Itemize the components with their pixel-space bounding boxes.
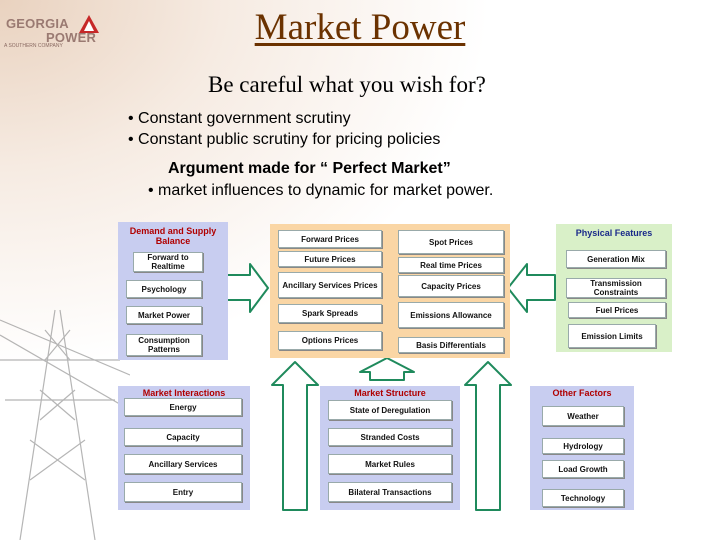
logo-tagline: A SOUTHERN COMPANY — [4, 43, 63, 49]
price-box: Basis Differentials — [398, 337, 504, 353]
factor-box: Ancillary Services — [124, 454, 242, 474]
market-interactions-panel: Market Interactions Energy Capacity Anci… — [118, 386, 250, 510]
arrow-up-icon — [464, 361, 512, 511]
logo-line2: POWER — [46, 30, 97, 45]
price-box: Spark Spreads — [278, 304, 382, 323]
factor-box: Consumption Patterns — [126, 334, 202, 356]
other-factors-panel: Other Factors Weather Hydrology Load Gro… — [530, 386, 634, 510]
argument-heading: Argument made for “ Perfect Market” — [168, 160, 451, 177]
page-subtitle: Be careful what you wish for? — [208, 72, 486, 97]
transmission-tower-image — [0, 309, 130, 540]
panel-heading: Market Structure — [354, 388, 426, 398]
demand-supply-panel: Demand and Supply Balance Forward to Rea… — [118, 222, 228, 360]
bullet-item: Constant government scrutiny — [128, 108, 440, 129]
price-box: Ancillary Services Prices — [278, 272, 382, 298]
market-structure-panel: Market Structure State of Deregulation S… — [320, 386, 460, 510]
factor-box: Load Growth — [542, 460, 624, 478]
price-box: Forward Prices — [278, 230, 382, 248]
feature-box: Fuel Prices — [568, 302, 666, 318]
logo-triangle-icon — [79, 15, 99, 33]
panel-heading: Demand and Supply Balance — [129, 226, 217, 246]
price-box: Future Prices — [278, 251, 382, 267]
factor-box: Stranded Costs — [328, 428, 452, 446]
physical-features-panel: Physical Features Generation Mix Transmi… — [556, 224, 672, 352]
panel-heading: Other Factors — [552, 388, 612, 398]
arrow-up-icon — [359, 357, 415, 381]
factor-box: Market Rules — [328, 454, 452, 474]
factor-box: Market Power — [126, 306, 202, 324]
panel-heading: Market Interactions — [142, 388, 226, 398]
factor-box: Forward to Realtime — [133, 252, 203, 272]
factor-box: Weather — [542, 406, 624, 426]
feature-box: Transmission Constraints — [566, 278, 666, 298]
argument-bullet: • market influences to dynamic for marke… — [148, 182, 494, 199]
factor-box: Psychology — [126, 280, 202, 298]
logo-line1: GEORGIA — [6, 16, 69, 31]
bullet-item: Constant public scrutiny for pricing pol… — [128, 129, 440, 150]
factor-box: State of Deregulation — [328, 400, 452, 420]
price-box: Spot Prices — [398, 230, 504, 254]
feature-box: Emission Limits — [568, 324, 656, 348]
georgia-power-logo: GEORGIA POWER — [4, 14, 100, 50]
price-box: Real time Prices — [398, 257, 504, 273]
factor-box: Capacity — [124, 428, 242, 446]
factor-box: Bilateral Transactions — [328, 482, 452, 502]
bullet-list: Constant government scrutiny Constant pu… — [128, 108, 440, 150]
factor-box: Energy — [124, 398, 242, 416]
prices-panel: Forward Prices Future Prices Ancillary S… — [270, 224, 510, 358]
price-box: Emissions Allowance — [398, 302, 504, 328]
price-box: Capacity Prices — [398, 275, 504, 297]
feature-box: Generation Mix — [566, 250, 666, 268]
factor-box: Hydrology — [542, 438, 624, 454]
factor-box: Entry — [124, 482, 242, 502]
price-box: Options Prices — [278, 331, 382, 350]
arrow-left-icon — [507, 263, 556, 313]
arrow-up-icon — [271, 361, 319, 511]
factor-box: Technology — [542, 489, 624, 507]
panel-heading: Physical Features — [575, 228, 653, 238]
page-title: Market Power — [254, 7, 466, 48]
